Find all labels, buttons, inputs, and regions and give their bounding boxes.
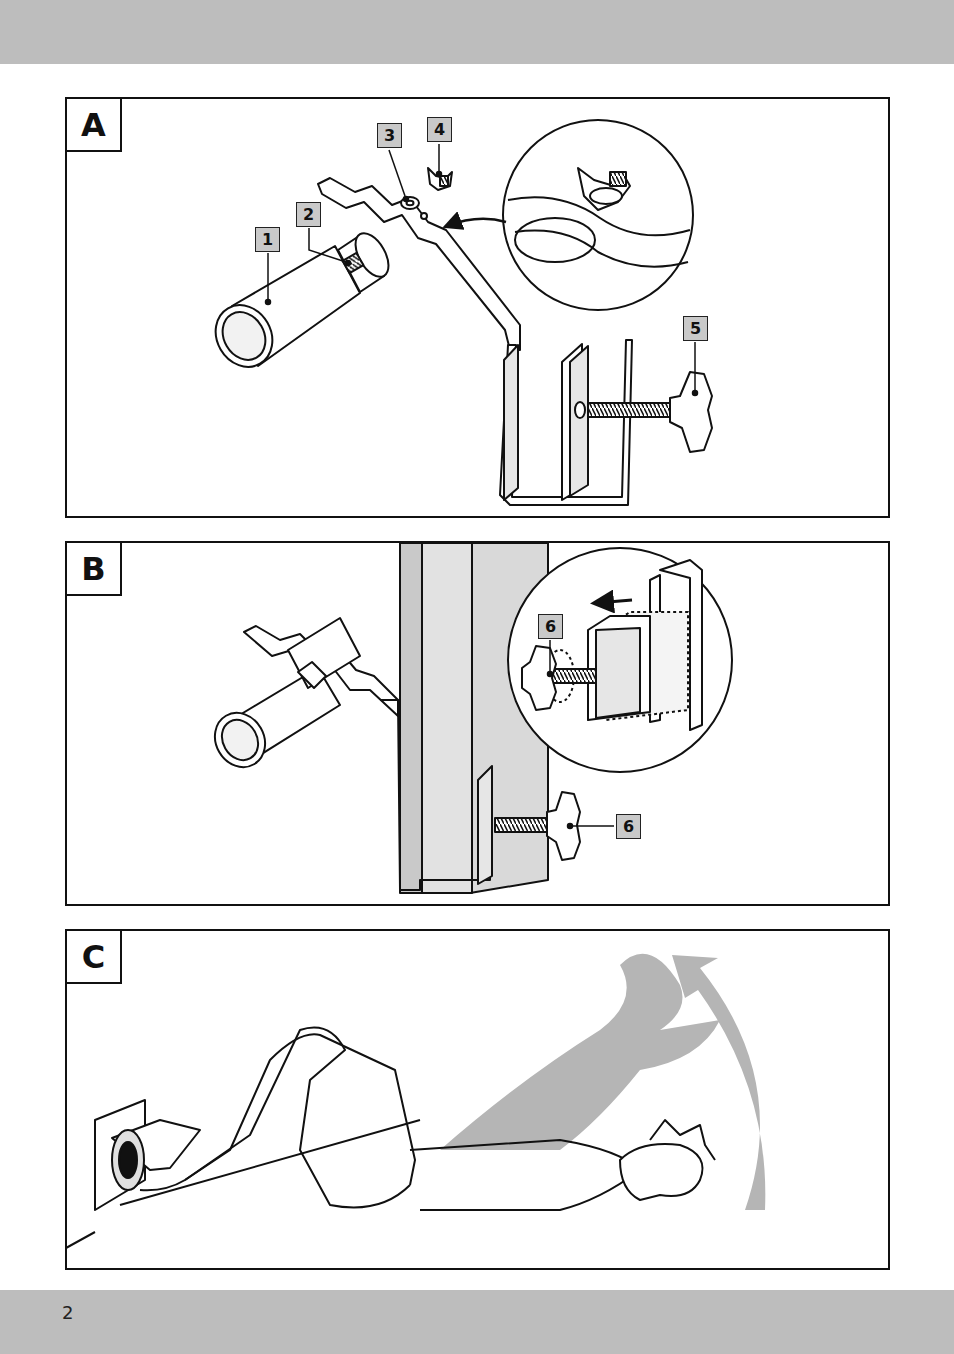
callout-box: 2 xyxy=(296,202,321,227)
callout-number: 3 xyxy=(384,126,395,145)
step-panel: B 6 6 xyxy=(65,541,890,906)
callout-number: 5 xyxy=(690,319,701,338)
callout-number: 6 xyxy=(623,817,634,836)
callout-box: 1 xyxy=(255,227,280,252)
page-number: 2 xyxy=(62,1302,73,1323)
step-letter: B xyxy=(81,550,105,588)
step-letter: A xyxy=(81,106,106,144)
detail-arrow xyxy=(447,219,506,226)
step-panel: C xyxy=(65,929,890,1270)
header-bar xyxy=(0,0,954,64)
panel-tab: A xyxy=(65,97,122,152)
leader-line xyxy=(548,640,615,829)
direction-arrow xyxy=(596,600,632,603)
callout-box: 6 xyxy=(616,814,641,839)
callout-box: 6 xyxy=(538,614,563,639)
panel-tab: B xyxy=(65,541,122,596)
leader-line xyxy=(266,144,698,396)
exercise-drawing xyxy=(66,954,765,1248)
callout-box: 5 xyxy=(683,316,708,341)
panel-tab: C xyxy=(65,929,122,984)
callout-number: 6 xyxy=(545,617,556,636)
callout-number: 1 xyxy=(262,230,273,249)
footer-bar xyxy=(0,1290,954,1354)
callout-box: 4 xyxy=(427,117,452,142)
mounting-drawing xyxy=(205,543,732,893)
callout-box: 3 xyxy=(377,123,402,148)
callout-number: 4 xyxy=(434,120,445,139)
step-panel: A 3 4 2 1 5 xyxy=(65,97,890,518)
assembly-drawing xyxy=(205,120,712,505)
callout-number: 2 xyxy=(303,205,314,224)
step-letter: C xyxy=(82,938,105,976)
